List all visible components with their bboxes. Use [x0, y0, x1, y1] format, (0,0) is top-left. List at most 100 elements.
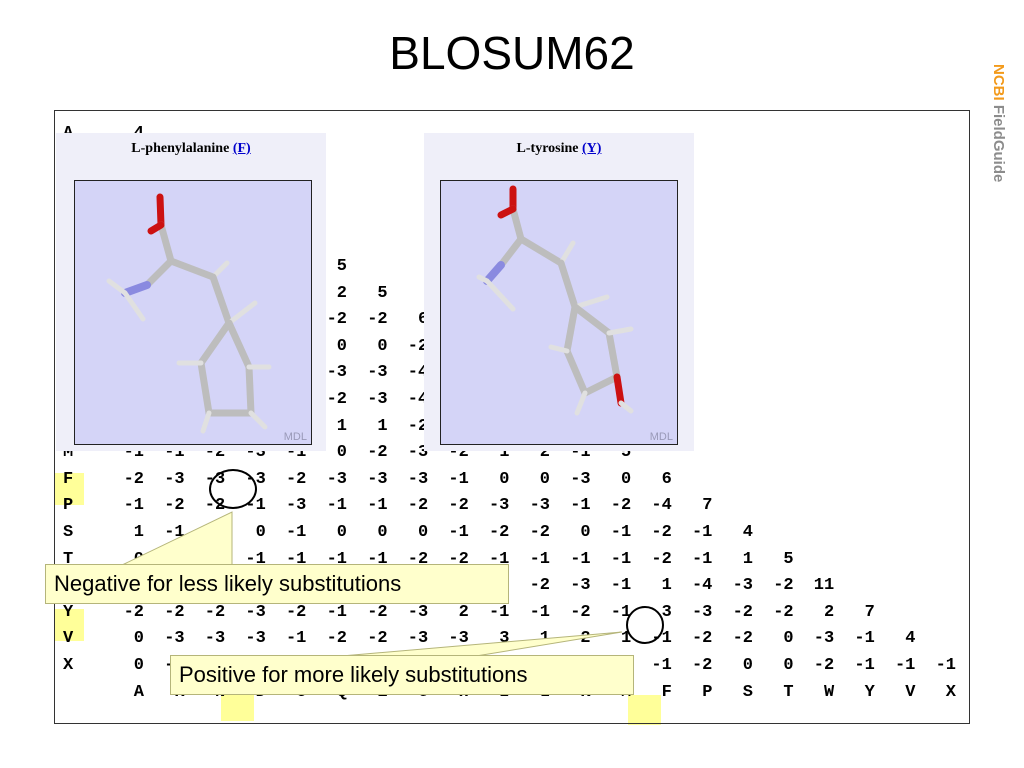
matrix-cell: -2 — [407, 416, 429, 436]
matrix-cell: -3 — [448, 629, 469, 649]
matrix-cell: 11 — [813, 576, 835, 596]
matrix-cell: -2 — [407, 549, 429, 569]
negative-value-circle — [209, 469, 257, 509]
mdl-watermark: MDL — [283, 431, 307, 443]
matrix-cell: -3 — [407, 629, 429, 649]
matrix-cell: -1 — [285, 629, 307, 649]
matrix-row-label: X — [63, 656, 74, 675]
matrix-cell: -2 — [651, 523, 672, 542]
matrix-cell: 0 — [742, 656, 753, 675]
matrix-cell: -1 — [123, 496, 144, 516]
matrix-cell: 4 — [742, 523, 753, 542]
matrix-column-label: P — [702, 682, 713, 702]
matrix-cell: -1 — [245, 549, 266, 569]
matrix-cell: 1 — [499, 443, 510, 463]
matrix-cell: 0 — [783, 629, 794, 649]
matrix-cell: -2 — [285, 602, 307, 622]
matrix-cell: -3 — [367, 363, 388, 383]
matrix-cell: 0 — [133, 629, 144, 649]
positive-substitution-callout: Positive for more likely substitutions — [170, 655, 634, 695]
phenylalanine-panel: L-phenylalanine (F) — [56, 133, 326, 451]
matrix-cell: -1 — [285, 523, 307, 542]
matrix-cell: 7 — [864, 602, 875, 622]
matrix-row-label: P — [63, 496, 74, 516]
matrix-cell: -2 — [691, 629, 713, 649]
matrix-cell: 1 — [133, 523, 144, 542]
matrix-cell: 0 — [620, 469, 632, 489]
matrix-cell: 0 — [133, 656, 144, 675]
matrix-row-label: M — [63, 443, 74, 463]
matrix-cell: -1 — [610, 576, 632, 596]
matrix-row-label: V — [63, 629, 74, 649]
matrix-cell: -2 — [448, 549, 469, 569]
matrix-cell: -2 — [326, 629, 347, 649]
matrix-cell: -1 — [326, 549, 347, 569]
matrix-cell: -2 — [164, 496, 185, 516]
matrix-cell: -1 — [529, 549, 550, 569]
matrix-cell: -3 — [488, 496, 510, 516]
matrix-cell: -4 — [691, 576, 713, 596]
matrix-cell: -2 — [285, 469, 307, 489]
matrix-cell: -3 — [570, 469, 591, 489]
matrix-cell: -1 — [894, 656, 916, 675]
matrix-cell: 5 — [783, 549, 794, 569]
matrix-cell: -1 — [488, 602, 510, 622]
matrix-cell: 0 — [417, 523, 429, 542]
matrix-cell: -1 — [326, 602, 347, 622]
phenylalanine-structure — [106, 193, 272, 434]
phenylalanine-name: L-phenylalanine — [131, 141, 233, 156]
tyrosine-structure — [476, 185, 634, 416]
negative-callout-pointer — [119, 511, 233, 567]
tyrosine-panel: L-tyrosine (Y) — [424, 133, 694, 451]
matrix-cell: 6 — [388, 307, 428, 333]
matrix-cell: 1 — [336, 416, 347, 436]
page-title: BLOSUM62 — [389, 27, 635, 79]
highlight-col-d — [221, 691, 254, 721]
matrix-cell: 0 — [336, 443, 347, 463]
matrix-cell: -1 — [935, 656, 956, 675]
matrix-cell: -4 — [407, 363, 429, 383]
matrix-cell: 3 — [661, 602, 672, 622]
matrix-cell: -3 — [529, 496, 550, 516]
matrix-cell: -2 — [732, 602, 753, 622]
matrix-cell: -1 — [367, 549, 388, 569]
matrix-cell: -2 — [773, 576, 794, 596]
phenylalanine-code-link[interactable]: (F) — [232, 141, 251, 156]
matrix-cell: -1 — [448, 469, 469, 489]
tyrosine-caption: L-tyrosine (Y) — [424, 141, 694, 157]
highlight-row-f — [54, 473, 84, 505]
matrix-cell: -2 — [488, 523, 510, 542]
matrix-cell: -1 — [448, 523, 469, 542]
tyrosine-molecule-image: MDL — [440, 180, 678, 445]
phenylalanine-caption: L-phenylalanine (F) — [56, 141, 326, 157]
matrix-cell: -2 — [813, 656, 835, 675]
highlight-col-f — [628, 695, 661, 725]
matrix-cell: -3 — [204, 629, 226, 649]
tyrosine-code-link[interactable]: (Y) — [582, 141, 602, 156]
matrix-cell: 0 — [580, 523, 591, 542]
matrix-cell: -1 — [610, 523, 632, 542]
matrix-column-label: A — [133, 682, 144, 702]
matrix-cell: 5 — [336, 257, 347, 276]
matrix-cell: 6 — [661, 469, 672, 489]
matrix-cell: -2 — [164, 602, 185, 622]
matrix-cell: 0 — [539, 469, 550, 489]
matrix-row-label: F — [63, 469, 74, 489]
matrix-column-label: S — [742, 682, 753, 702]
matrix-cell: -3 — [245, 602, 266, 622]
matrix-cell: 3 — [499, 629, 510, 649]
matrix-cell: -3 — [407, 602, 429, 622]
matrix-cell: -1 — [570, 496, 591, 516]
matrix-cell: -3 — [164, 629, 185, 649]
matrix-column-label: F — [661, 682, 672, 702]
matrix-cell: -2 — [326, 310, 347, 330]
matrix-cell: 1 — [377, 416, 388, 436]
matrix-cell: -3 — [285, 496, 307, 516]
negative-substitution-callout: Negative for less likely substitutions — [45, 564, 509, 604]
matrix-cell: -2 — [529, 523, 550, 542]
matrix-cell: -3 — [407, 443, 429, 463]
matrix-cell: 0 — [499, 469, 510, 489]
phenylalanine-molecule-image: MDL — [74, 180, 312, 445]
matrix-cell: -3 — [245, 629, 266, 649]
matrix-column-label: Y — [864, 682, 875, 702]
